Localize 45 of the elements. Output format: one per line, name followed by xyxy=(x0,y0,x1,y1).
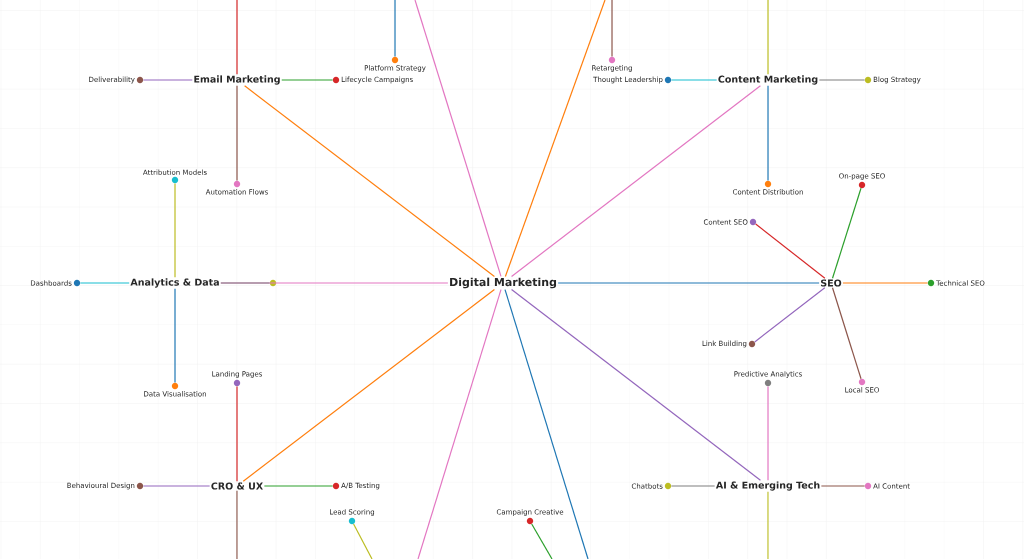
connector-line xyxy=(818,79,866,81)
connector-line xyxy=(79,282,130,284)
connector-line xyxy=(831,287,862,380)
hub-label: Content Marketing xyxy=(718,75,818,85)
connector-line xyxy=(754,287,826,343)
connector-line xyxy=(236,490,238,559)
connector-line xyxy=(767,385,769,481)
connector-line xyxy=(670,485,716,487)
hub-label: SEO xyxy=(821,279,842,287)
connector-line xyxy=(242,288,496,482)
connector-line xyxy=(281,79,334,81)
connector-line xyxy=(755,223,826,279)
connector-line xyxy=(504,0,606,278)
connector-line xyxy=(236,85,238,182)
connector-line xyxy=(831,187,862,279)
connector-line xyxy=(767,85,769,182)
connector-line xyxy=(611,0,613,58)
connector-line xyxy=(142,79,193,81)
connector-line xyxy=(510,288,761,481)
connector-line xyxy=(557,282,820,284)
connector-line xyxy=(414,0,502,278)
connector-line xyxy=(236,385,238,482)
hub-label: CRO & UX xyxy=(211,482,263,490)
hub-label: Email Marketing xyxy=(194,75,280,85)
connector-line xyxy=(236,0,238,75)
hub-label: Analytics & Data xyxy=(130,278,219,288)
connector-line xyxy=(504,288,589,559)
connector-line xyxy=(174,288,176,384)
center-label: Digital Marketing xyxy=(450,277,556,289)
connector-line xyxy=(244,85,496,278)
hub-label: AI & Emerging Tech xyxy=(715,481,820,491)
connector-line xyxy=(353,523,373,559)
connector-line xyxy=(842,282,929,284)
connector-line xyxy=(174,182,176,278)
connector-line xyxy=(394,0,396,58)
connector-line xyxy=(820,485,866,487)
connector-line xyxy=(510,85,761,278)
connector-line xyxy=(220,282,271,284)
connector-line xyxy=(670,79,718,81)
connector-line xyxy=(263,485,334,487)
connector-line xyxy=(767,491,769,559)
connector-line xyxy=(767,0,769,75)
connector-line xyxy=(531,523,553,559)
connector-line xyxy=(142,485,211,487)
connector-line xyxy=(417,288,502,559)
